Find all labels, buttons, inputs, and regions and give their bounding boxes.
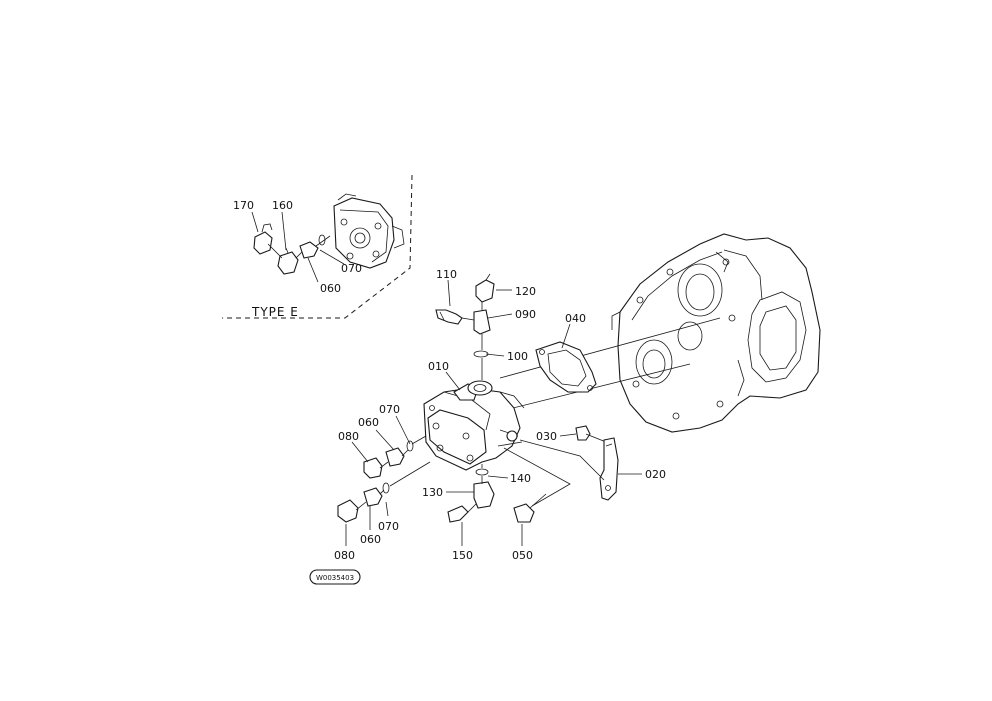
part-label-110: 110 <box>436 268 457 281</box>
gear-case-housing <box>611 233 821 433</box>
adapter-060-lower <box>363 487 383 507</box>
part-label-010: 010 <box>428 360 449 373</box>
union-090 <box>461 309 491 335</box>
part-label-070-mid: 070 <box>379 403 400 416</box>
part-label-160: 160 <box>272 199 293 212</box>
fitting-130 <box>473 481 495 509</box>
part-label-170: 170 <box>233 199 254 212</box>
assembly-axis-upper <box>499 317 721 379</box>
inset-pump-housing <box>333 193 405 269</box>
cap-080-lower <box>337 499 359 523</box>
part-label-150: 150 <box>452 549 473 562</box>
sensor-050 <box>513 493 547 523</box>
part-label-080-mid: 080 <box>338 430 359 443</box>
drawing-code-stamp: W0035403 <box>309 569 361 585</box>
part-label-060-low: 060 <box>360 533 381 546</box>
type-e-inset-boundary <box>222 174 413 319</box>
elbow-120 <box>475 273 495 303</box>
part-label-030: 030 <box>536 430 557 443</box>
inset-adapter-060 <box>299 241 319 259</box>
part-label-130: 130 <box>422 486 443 499</box>
bolt-150 <box>447 503 477 523</box>
bracket-020 <box>599 437 619 501</box>
type-e-label: TYPE E <box>251 305 299 319</box>
part-label-020: 020 <box>645 468 666 481</box>
part-label-090: 090 <box>515 308 536 321</box>
bolt-030 <box>575 425 607 443</box>
part-label-140: 140 <box>510 472 531 485</box>
oring-140 <box>475 468 489 476</box>
inset-fitting-170 <box>253 223 273 255</box>
part-label-100: 100 <box>507 350 528 363</box>
part-label-060-mid: 060 <box>358 416 379 429</box>
part-label-040: 040 <box>565 312 586 325</box>
leader-lines <box>345 279 642 546</box>
bolt-110 <box>435 309 463 325</box>
inset-elbow-160 <box>277 247 299 275</box>
part-label-070-inset: 070 <box>341 262 362 275</box>
adapter-060-upper <box>385 447 405 467</box>
cap-080-upper <box>363 457 383 479</box>
pump-body-010 <box>423 380 525 471</box>
oring-070-lower <box>382 482 390 494</box>
oring-100 <box>473 350 489 358</box>
part-label-120: 120 <box>515 285 536 298</box>
oring-070-upper <box>406 440 414 452</box>
part-label-080-low: 080 <box>334 549 355 562</box>
part-label-050: 050 <box>512 549 533 562</box>
part-label-070-low: 070 <box>378 520 399 533</box>
assembly-axis-lower <box>504 363 691 411</box>
stamp-code-text: W0035403 <box>316 574 354 582</box>
part-label-060-inset: 060 <box>320 282 341 295</box>
gasket-040 <box>535 341 597 393</box>
